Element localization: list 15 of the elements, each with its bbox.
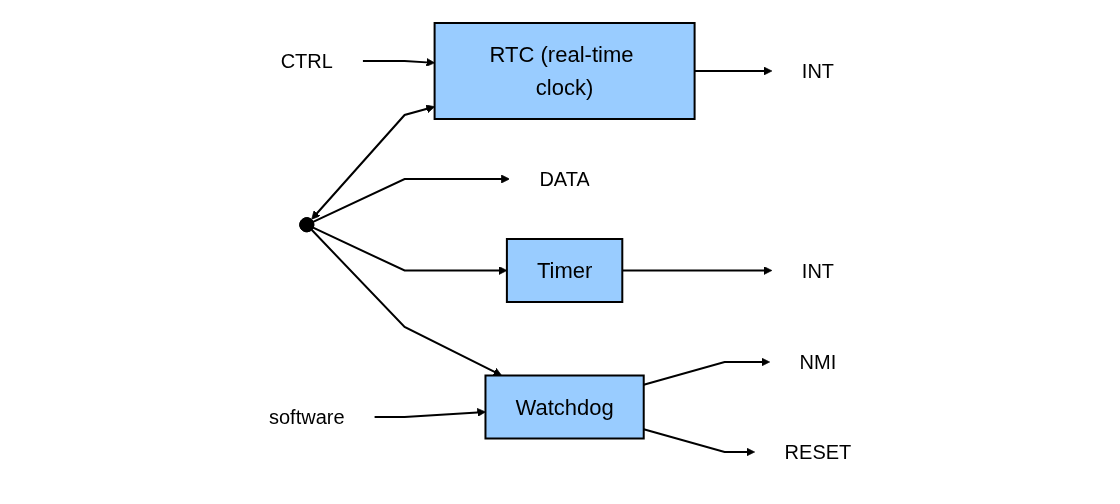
node-text: DATA (539, 167, 590, 190)
node-box: Watchdog (484, 374, 645, 439)
node-box: RTC (real-time clock) (433, 21, 696, 120)
node-text: NMI (799, 350, 837, 373)
node-text: software (268, 405, 345, 428)
node-text: INT (801, 259, 834, 281)
arrow (361, 57, 435, 67)
arrow (310, 228, 502, 376)
arrow (373, 407, 486, 418)
node-text: CTRL (280, 49, 333, 72)
arrow (312, 174, 510, 223)
arrow (311, 104, 435, 220)
node-text: RESET (784, 440, 852, 463)
node-box: Timer (505, 237, 624, 303)
node-text: INT (801, 59, 834, 82)
